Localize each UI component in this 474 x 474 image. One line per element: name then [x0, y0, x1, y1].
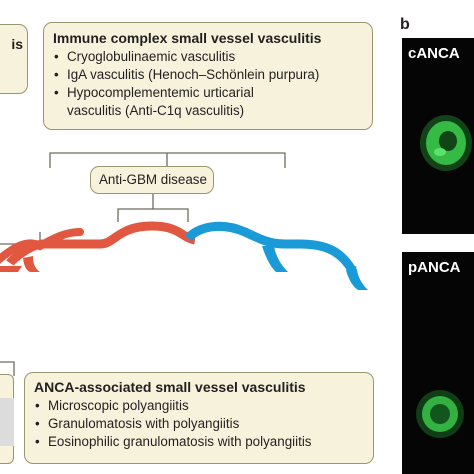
immune-complex-item-3: Hypocomplementemic urticarial	[53, 84, 372, 102]
immune-complex-item-1: Cryoglobulinaemic vasculitis	[53, 48, 372, 66]
left-bottom-grey-tab	[0, 398, 14, 446]
immune-complex-title: Immune complex small vessel vasculitis	[53, 30, 322, 46]
anca-item-2: Granulomatosis with polyangiitis	[34, 415, 373, 433]
red-arc-foot	[23, 256, 40, 272]
canca-cell-core	[439, 131, 457, 151]
immune-complex-item-2: IgA vasculitis (Henoch–Schönlein purpura…	[53, 66, 372, 84]
canca-label: cANCA	[408, 45, 460, 62]
panel-letter-b: b	[400, 16, 410, 33]
blue-arc-foot-1	[262, 246, 288, 272]
panca-label: pANCA	[408, 259, 461, 276]
anti-gbm-box: Anti-GBM disease	[90, 166, 214, 194]
canca-cell-spot	[434, 148, 446, 156]
left-connector-bottom	[0, 361, 15, 376]
panca-cell-core	[430, 404, 450, 424]
anti-gbm-label: Anti-GBM disease	[99, 172, 207, 187]
anca-item-1: Microscopic polyangiitis	[34, 397, 373, 415]
anti-gbm-bracket	[117, 208, 189, 222]
blue-arc-foot-2	[346, 266, 368, 290]
canca-image-panel: cANCA	[402, 38, 474, 234]
immune-complex-box: Immune complex small vessel vasculitis C…	[43, 22, 373, 130]
anca-box: ANCA-associated small vessel vasculitis …	[24, 372, 374, 464]
red-arc-main	[6, 221, 197, 266]
anca-item-3: Eosinophilic granulomatosis with polyang…	[34, 433, 373, 451]
blue-arc-main	[184, 221, 356, 273]
red-arc-left-foot	[0, 266, 22, 272]
canca-fluorescence	[420, 115, 472, 171]
immune-complex-item-3-cont: vasculitis (Anti-C1q vasculitis)	[67, 103, 245, 118]
left-partial-box-text: is	[11, 36, 23, 52]
panca-image-panel: pANCA	[402, 252, 474, 474]
panca-fluorescence	[416, 390, 464, 438]
anca-title: ANCA-associated small vessel vasculitis	[34, 379, 306, 395]
left-partial-box: is	[0, 24, 28, 94]
